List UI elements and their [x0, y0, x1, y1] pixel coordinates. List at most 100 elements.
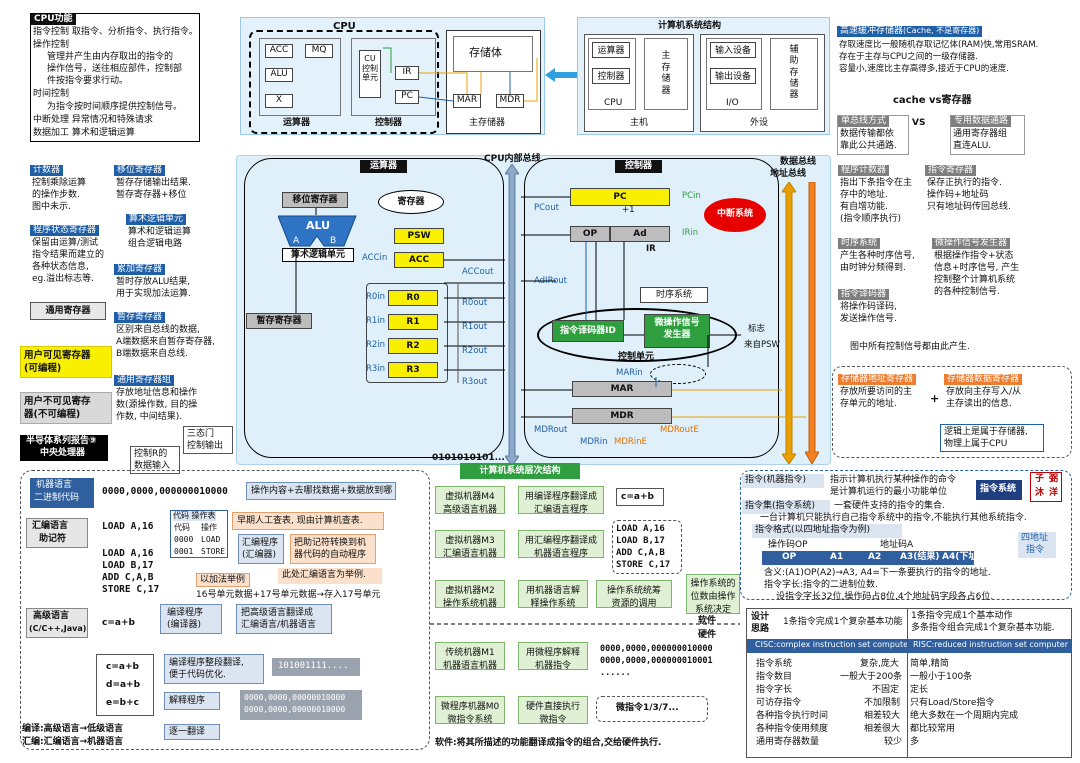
hll-code-frame: [96, 654, 154, 716]
level-m1-desc: 用微程序解释 机器指令: [518, 642, 588, 671]
micro-note-text: 根据操作指令+状态: [934, 251, 1014, 261]
cpu-name-label: 中央处理器: [40, 448, 86, 458]
single-bus-title: 单总线方式: [838, 116, 890, 127]
m3-out-line: STORE C,17: [616, 560, 671, 570]
level-desc: 机器指令: [534, 661, 571, 671]
compiler-desc: 汇编语言/机器语言: [241, 620, 317, 630]
four-addr-text: 四地址: [1021, 533, 1049, 543]
user-visible-box: 用户可见寄存器 (可编程): [20, 346, 112, 378]
assembler-desc-box: 把助记符转换到机 器代码的自动程序: [290, 534, 376, 564]
level-m1: 传统机器M1 机器语言机器: [435, 642, 505, 671]
pc-in-label: PCin: [682, 191, 701, 201]
struct-io: I/O: [726, 98, 739, 108]
level-m0: 微程序机器M0 微指令系统: [435, 696, 505, 725]
level-name: 微指令系统: [447, 715, 493, 725]
stamp-char: 洋: [1049, 488, 1059, 498]
micro-gen-box: 微操作信号 发生器: [644, 314, 710, 348]
level-m4: 虚拟机器M4 高级语言机器: [435, 486, 505, 515]
cpu-mq: MQ: [305, 44, 333, 58]
ir-note-text: 保存正执行的指令.: [927, 178, 1002, 188]
asm-title-box: 汇编语言 助记符: [26, 518, 88, 548]
line-by-line-box: 逐一翻译: [164, 724, 220, 740]
assembler-desc: 把助记符转换到机: [294, 538, 367, 548]
compile-note-box: 编译程序整段翻译, 便于代码优化.: [164, 654, 264, 684]
hll-title: 高级语言: [33, 611, 70, 621]
hll-sub: (C/C++,Java): [29, 624, 87, 633]
flag-label: 标志: [748, 324, 766, 334]
micro-gen-line: 发生器: [663, 329, 691, 340]
user-invisible-box: 用户不可见寄存 器(不可编程): [20, 392, 112, 424]
ctrl-unit-label: 控制单元: [618, 352, 655, 362]
acc-note: 累加寄存器 暂时存放ALU结果, 用于实现加法运算.: [114, 264, 214, 302]
r1-in-label: R1in: [366, 316, 386, 326]
cpu-alu: ALU: [265, 68, 293, 82]
stamp-char: 沐: [1035, 488, 1045, 498]
level-name: 虚拟机器M3: [445, 536, 495, 546]
tristate-note: 三态门 控制输出: [183, 426, 233, 454]
risc-idea: 1条指令完成1个基本动作: [911, 611, 1013, 621]
risc-idea: 多条指令组合完成1个复杂基本功能.: [911, 623, 1055, 633]
cpu-function-line: 操作控制: [33, 40, 70, 50]
psw-note-text: 各种状态信息,: [32, 262, 89, 272]
pc-note: 程序计数器 指出下条指令在主 存中的地址. 有自增功能. (指令顺序执行): [838, 165, 924, 227]
acc-register: ACC: [394, 252, 444, 268]
machine-code-title: 机器语言: [36, 480, 73, 490]
asm-title: 汇编语言: [32, 521, 69, 531]
user-invisible-text: 器(不可编程): [24, 409, 81, 420]
psw-note-title: 程序状态寄存器: [30, 225, 100, 236]
acc-note-title: 累加寄存器: [114, 264, 166, 275]
compare-row-risc: 绝大多数在一个周期内完成: [910, 711, 1019, 721]
plus-sign: +: [930, 392, 940, 405]
from-psw-label: 来自PSW: [744, 340, 780, 350]
mem-note-text: 逻辑上是属于存储器,: [944, 427, 1028, 437]
r2-out-label: R2out: [462, 346, 488, 356]
pc-note-text: 指出下条指令在主: [840, 178, 913, 188]
compare-row-risc: 只有Load/Store指令: [910, 698, 995, 708]
level-m2-desc: 用机器语言解 释操作系统: [518, 580, 588, 609]
compare-row-cisc: 不加限制: [864, 698, 901, 708]
design-label: 思路: [751, 624, 770, 634]
compare-row-label: 指令数目: [756, 672, 793, 682]
mem-note-text: 物理上属于CPU: [944, 439, 1008, 449]
risc-name: RISC:reduced instruction set computer: [913, 640, 1068, 649]
single-bus-text: 数据传输都依: [840, 129, 895, 139]
timing-note-text: 由时钟分频得到.: [840, 263, 906, 273]
interp-out: 0000,0000,00000010000: [244, 705, 346, 714]
format-title-box: 指令格式(以四地址指令为例): [752, 524, 902, 538]
series-badge: 半导体系列报告⑨ 中央处理器: [20, 435, 108, 461]
risc-header: [908, 639, 1071, 653]
hll-line: d=a+b: [106, 680, 141, 690]
compiler-text: (编译器): [167, 620, 202, 630]
acc-note-text: 暂时存放ALU结果,: [116, 277, 191, 287]
instr-system-badge: 指令系统: [976, 480, 1022, 500]
struct-aux-store: 辅助存储器: [770, 38, 818, 110]
compare-row-label: 各种指令使用频度: [756, 724, 829, 734]
m0-out-frame: [596, 696, 708, 722]
r-bank-frame: [366, 283, 448, 383]
temp-note-title: 暂存寄存器: [114, 312, 166, 323]
addrcode-label: 地址码A: [880, 540, 914, 550]
ir-note-text: 操作码+地址码: [927, 190, 989, 200]
level-desc: 释操作系统: [530, 599, 576, 609]
level-name: 传统机器M1: [445, 648, 495, 658]
micro-note-text: 控制整个计算机系统: [934, 275, 1016, 285]
gpr-label: 通用寄存器: [45, 306, 91, 316]
cache-line: 存取速度比一般随机存取记忆体(RAM)快,常用SRAM.: [839, 40, 1039, 50]
r0-in-label: R0in: [366, 292, 386, 302]
pc-note-text: (指令顺序执行): [840, 214, 902, 224]
decoder-note-text: 发送操作信号.: [840, 314, 897, 324]
format-fields: [762, 551, 974, 565]
cisc-name: CISC:complex instruction set computer: [755, 640, 912, 649]
asm-def: 汇编:汇编语言→机器语言: [22, 737, 124, 747]
format-field: A1: [830, 552, 844, 562]
hierarchy-title-box: 计算机系统层次结构: [460, 463, 580, 479]
compare-row-cisc: 相差很大: [864, 724, 901, 734]
addition-example-box: 以加法举例: [196, 573, 250, 587]
user-visible-text: (可编程): [24, 363, 62, 374]
tristate-text: 控制输出: [187, 441, 224, 451]
timing-note: 时序系统 产生各种时序信号, 由时钟分频得到.: [838, 238, 928, 276]
single-bus-text: 靠此公共通路.: [840, 141, 897, 151]
datapath-wires: [295, 196, 806, 418]
opcode-label: 操作码OP: [768, 540, 808, 550]
assembler-text: 汇编程序: [242, 538, 279, 548]
